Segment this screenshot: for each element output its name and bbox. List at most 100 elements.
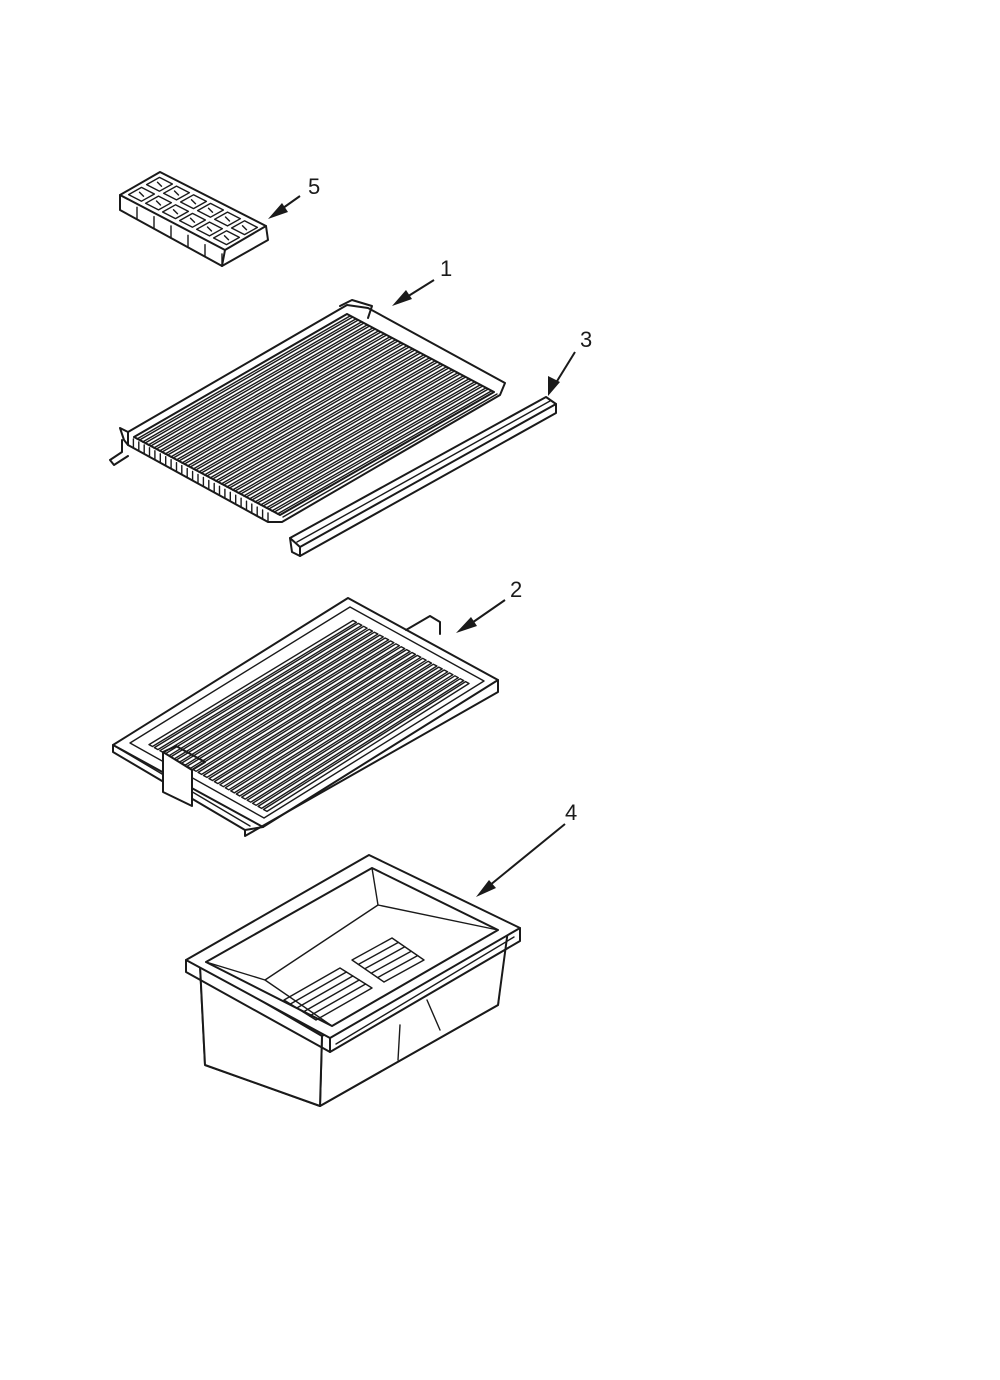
crisper-drawer <box>185 854 521 1107</box>
shelf-wire-edge <box>237 369 453 494</box>
cover-slot <box>197 646 406 776</box>
cover-slots <box>148 619 470 813</box>
shelf-wire <box>239 370 456 495</box>
crisper-cover <box>112 597 499 837</box>
shelf-trim-strip <box>289 396 557 557</box>
ice-cell <box>161 204 190 220</box>
shelf-wire-edge <box>164 330 379 455</box>
shelf-wire <box>195 346 410 471</box>
callout-3: 3 <box>548 327 592 396</box>
drawer-rib-pad <box>351 937 425 983</box>
shelf-wire <box>144 319 359 444</box>
drawer-rib <box>289 971 348 1005</box>
shelf-wire-edge <box>158 327 374 452</box>
shelf-wire-edge <box>254 378 470 503</box>
ice-cell <box>230 220 259 236</box>
shelf-wire-edge <box>153 324 368 449</box>
shelf-wire-edge <box>220 360 436 485</box>
shelf-wire-edge <box>198 348 413 473</box>
ice-cell-mark <box>172 208 179 215</box>
ice-cell <box>127 186 156 202</box>
shelf-wire <box>279 391 495 516</box>
shelf-wire <box>234 367 450 492</box>
drawer-rib <box>357 941 400 966</box>
ice-tray-legs <box>119 197 223 267</box>
shelf-wire <box>251 376 467 501</box>
shelf-wire <box>256 379 473 504</box>
shelf-wire <box>223 361 439 486</box>
shelf-wire <box>183 340 399 465</box>
shelf-wire <box>200 349 416 474</box>
ice-cell-mark <box>206 226 213 232</box>
drawer-rib-pad <box>283 967 373 1021</box>
cover-slot <box>230 663 438 794</box>
shelf-wire-edge <box>214 357 430 482</box>
cover-slot <box>246 672 454 803</box>
shelf-wire-edge <box>181 339 396 464</box>
shelf-wire-edge <box>192 345 408 470</box>
shelf-wire <box>228 364 444 489</box>
shelf-wire <box>189 343 405 468</box>
cover-slot <box>208 651 417 782</box>
callout-5: 5 <box>268 174 320 219</box>
ice-cell-mark <box>173 190 180 196</box>
cover-slot <box>224 660 433 791</box>
ice-cell-mark <box>155 200 162 206</box>
cover-slot <box>235 666 443 797</box>
ice-cell-mark <box>223 234 230 241</box>
shelf-wire-edge <box>136 315 351 440</box>
shelf-wire <box>150 322 365 447</box>
shelf-wire-edge <box>175 336 391 461</box>
drawer-rib <box>296 975 354 1009</box>
ice-cube-tray <box>119 171 269 267</box>
drawer-rib <box>364 946 406 970</box>
shelf-wire-edge <box>242 372 459 497</box>
shelf-wire <box>178 337 393 462</box>
shelf-wire-edge <box>141 318 357 443</box>
shelf-wire-edge <box>248 375 464 500</box>
cover-slot <box>202 648 411 779</box>
shelf-wire <box>138 316 354 441</box>
shelf-wire <box>273 388 489 513</box>
shelf-wire <box>166 331 382 456</box>
shelf-wire <box>262 382 478 507</box>
callout-label-4: 4 <box>565 800 577 825</box>
cover-slot <box>219 657 427 788</box>
ice-cell-mark <box>138 191 145 198</box>
ice-cell-mark <box>241 224 248 231</box>
ice-cell <box>145 176 174 192</box>
shelf-wire-edge <box>203 351 419 476</box>
shelf-wire-edge <box>209 354 425 479</box>
callout-label-2: 2 <box>510 577 522 602</box>
shelf-wire-edge <box>282 393 498 518</box>
shelf-wire <box>172 334 388 459</box>
callout-1: 1 <box>392 256 452 306</box>
shelf-wire <box>268 385 484 510</box>
shelf-wire <box>206 352 422 477</box>
shelf-wire <box>161 328 376 453</box>
wire-shelf <box>109 299 506 523</box>
cover-slot <box>213 654 422 785</box>
ice-cell <box>195 221 224 237</box>
shelf-wire-edge <box>271 387 487 512</box>
shelf-wire <box>133 313 348 438</box>
shelf-wire-edge <box>147 321 362 446</box>
drawer-rib <box>370 950 412 974</box>
ice-cell <box>179 194 208 210</box>
shelf-wire <box>217 358 433 483</box>
ice-cell-mark <box>224 216 231 222</box>
cover-slot <box>251 675 459 806</box>
shelf-wire <box>211 355 427 480</box>
shelf-wire-edge <box>276 390 492 515</box>
ice-cell <box>162 185 191 201</box>
ice-cell-mark <box>207 207 214 214</box>
drawer-rib <box>376 954 419 979</box>
cover-slot <box>257 678 465 810</box>
callout-4: 4 <box>476 800 577 897</box>
shelf-wire-edge <box>259 381 476 506</box>
ice-tray-cells <box>127 176 259 246</box>
drawer-rib <box>302 979 360 1013</box>
shelf-wire-edge <box>265 384 481 509</box>
shelf-wire-edge <box>186 342 402 467</box>
